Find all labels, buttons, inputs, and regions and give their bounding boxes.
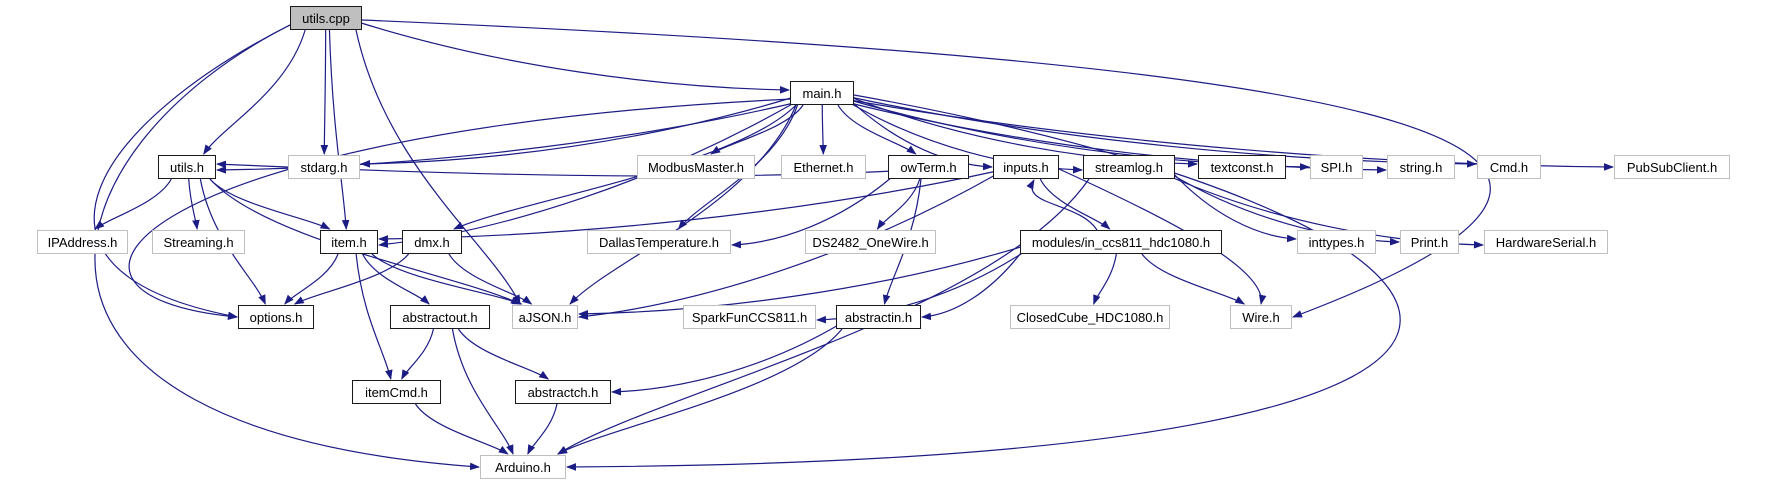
edge-utils_cpp-to-utils_h — [203, 29, 306, 155]
edge-in_ccs811_hdc1080_h-to-aJSON_h — [578, 245, 1025, 318]
graph-node-PubSubClient_h[interactable]: PubSubClient.h — [1614, 155, 1730, 179]
edge-main_h-to-textconst_h — [849, 96, 1198, 168]
graph-node-owTerm_h[interactable]: owTerm.h — [888, 155, 969, 179]
edge-main_h-to-stdarg_h — [360, 96, 795, 168]
graph-node-DallasTemperature_h[interactable]: DallasTemperature.h — [587, 230, 731, 254]
edge-inputs_h-to-item_h — [378, 170, 998, 243]
graph-node-utils_h[interactable]: utils.h — [158, 155, 216, 179]
graph-node-Arduino_h[interactable]: Arduino.h — [480, 455, 566, 479]
edge-in_ccs811_hdc1080_h-to-Wire_h — [1141, 253, 1246, 305]
edge-abstractin_h-to-abstractch_h — [611, 323, 841, 396]
graph-node-abstractout_h[interactable]: abstractout.h — [390, 305, 490, 329]
graph-node-itemCmd_h[interactable]: itemCmd.h — [352, 380, 441, 404]
graph-node-textconst_h[interactable]: textconst.h — [1198, 155, 1286, 179]
edge-abstractch_h-to-Arduino_h — [527, 403, 558, 455]
edge-utils_h-to-Streaming_h — [188, 178, 200, 230]
edge-main_h-to-aJSON_h — [569, 104, 797, 305]
graph-node-Print_h[interactable]: Print.h — [1400, 230, 1459, 254]
graph-node-in_ccs811_hdc1080_h[interactable]: modules/in_ccs811_hdc1080.h — [1020, 230, 1222, 254]
edge-abstractout_h-to-Arduino_h — [451, 328, 514, 455]
graph-node-options_h[interactable]: options.h — [238, 305, 314, 329]
graph-node-inputs_h[interactable]: inputs.h — [993, 155, 1059, 179]
graph-node-abstractin_h[interactable]: abstractin.h — [836, 305, 921, 329]
edge-utils_h-to-item_h — [209, 178, 331, 230]
graph-node-utils_cpp[interactable]: utils.cpp — [290, 6, 362, 30]
edge-main_h-to-Ethernet_h — [819, 104, 827, 155]
edge-main_h-to-Cmd_h — [849, 96, 1477, 168]
graph-node-item_h[interactable]: item.h — [320, 230, 378, 254]
graph-node-SparkFunCCS811_h[interactable]: SparkFunCCS811.h — [683, 305, 816, 329]
edge-abstractout_h-to-itemCmd_h — [401, 328, 435, 380]
edge-item_h-to-aJSON_h — [371, 253, 523, 305]
graph-node-Cmd_h[interactable]: Cmd.h — [1477, 155, 1541, 179]
graph-node-IPAddress_h[interactable]: IPAddress.h — [37, 230, 128, 254]
edge-utils_cpp-to-main_h — [357, 21, 790, 94]
graph-node-HardwareSerial_h[interactable]: HardwareSerial.h — [1484, 230, 1608, 254]
graph-node-inttypes_h[interactable]: inttypes.h — [1297, 230, 1376, 254]
edge-dmx_h-to-aJSON_h — [448, 253, 533, 305]
edge-item_h-to-options_h — [284, 253, 339, 305]
edge-main_h-to-owTerm_h — [837, 104, 917, 155]
edge-in_ccs811_hdc1080_h-to-inputs_h — [1026, 179, 1098, 231]
edge-owTerm_h-to-DS2482_OneWire_h — [876, 178, 921, 230]
graph-node-aJSON_h[interactable]: aJSON.h — [512, 305, 578, 329]
edge-main_h-to-Arduino_h — [566, 94, 1401, 471]
edge-utils_cpp-to-stdarg_h — [320, 29, 329, 155]
edge-item_h-to-abstractout_h — [362, 253, 430, 305]
edge-utils_h-to-IPAddress_h — [94, 178, 172, 230]
graph-node-stdarg_h[interactable]: stdarg.h — [288, 155, 360, 179]
graph-node-dmx_h[interactable]: dmx.h — [402, 230, 462, 254]
edge-streamlog_h-to-inttypes_h — [1170, 170, 1297, 243]
edge-dmx_h-to-options_h — [293, 253, 410, 305]
edge-utils_cpp-to-item_h — [328, 29, 350, 230]
edge-main_h-to-options_h — [128, 98, 793, 320]
graph-node-ClosedCube_HDC1080_h[interactable]: ClosedCube_HDC1080.h — [1010, 305, 1170, 329]
graph-node-abstractch_h[interactable]: abstractch.h — [515, 380, 611, 404]
edge-in_ccs811_hdc1080_h-to-abstractin_h — [921, 248, 1025, 321]
edge-utils_cpp-to-aJSON_h — [355, 29, 521, 305]
graph-node-streamlog_h[interactable]: streamlog.h — [1083, 155, 1175, 179]
graph-node-Ethernet_h[interactable]: Ethernet.h — [781, 155, 866, 179]
graph-node-ModbusMaster_h[interactable]: ModbusMaster.h — [637, 155, 755, 179]
graph-node-DS2482_OneWire_h[interactable]: DS2482_OneWire.h — [805, 230, 936, 254]
edge-item_h-to-itemCmd_h — [355, 253, 393, 380]
edge-main_h-to-ModbusMaster_h — [710, 104, 804, 155]
graph-node-string_h[interactable]: string.h — [1387, 155, 1455, 179]
edge-abstractout_h-to-abstractch_h — [457, 328, 550, 380]
edge-itemCmd_h-to-Arduino_h — [414, 403, 509, 455]
graph-node-SPI_h[interactable]: SPI.h — [1310, 155, 1363, 179]
graph-node-Wire_h[interactable]: Wire.h — [1230, 305, 1292, 329]
edge-inputs_h-to-in_ccs811_hdc1080_h — [1039, 178, 1111, 230]
graph-node-main_h[interactable]: main.h — [790, 81, 854, 105]
edge-in_ccs811_hdc1080_h-to-ClosedCube_HDC1080_h — [1093, 253, 1117, 305]
graph-node-Streaming_h[interactable]: Streaming.h — [152, 230, 245, 254]
